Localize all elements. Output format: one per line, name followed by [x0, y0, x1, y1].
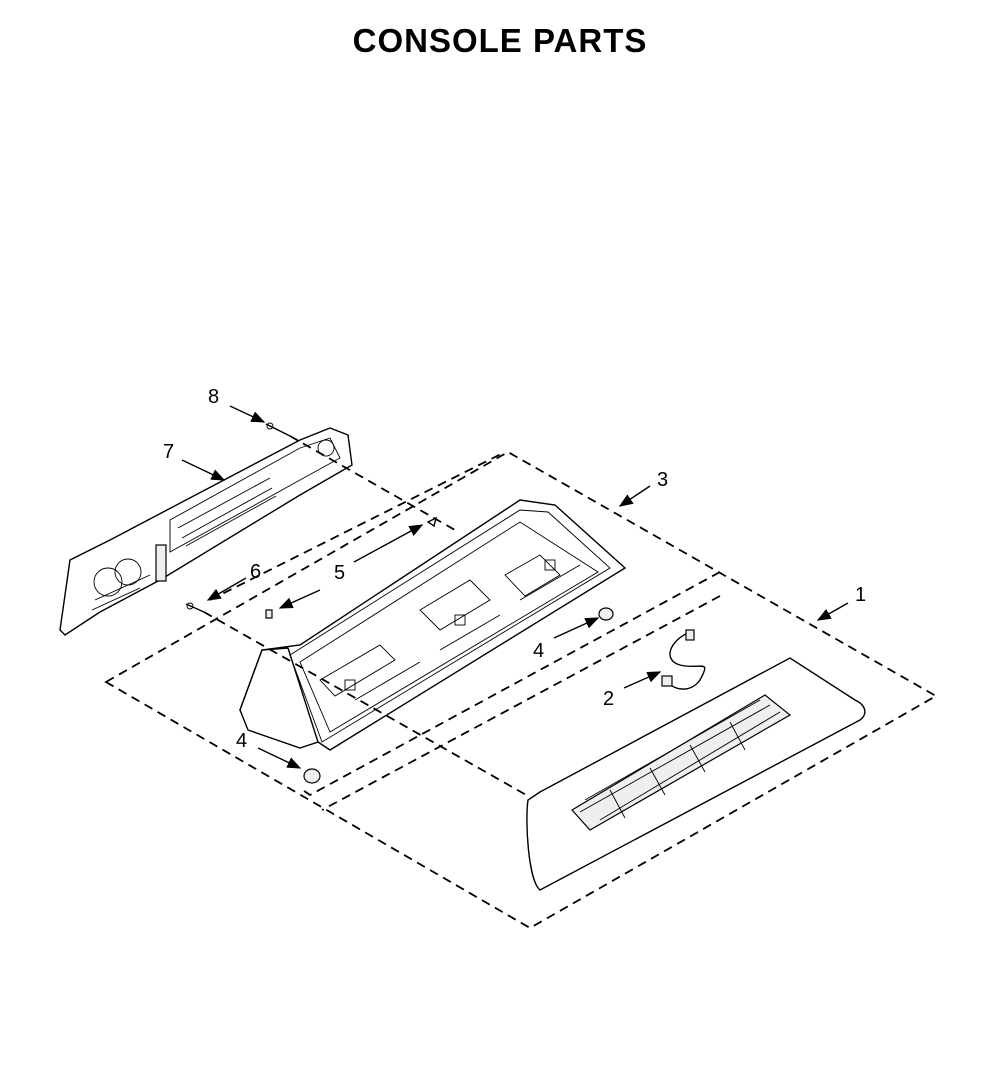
assembly-boundary-1: [104, 450, 938, 930]
callout-7: 7: [163, 441, 174, 463]
part-7-rear-panel[interactable]: [59, 427, 353, 636]
callout-5: 5: [334, 562, 345, 584]
callout-4-left: 4: [236, 730, 247, 752]
arrow-5b: [278, 589, 321, 609]
page-title: CONSOLE PARTS: [352, 22, 648, 59]
part-4-foot-left[interactable]: [303, 768, 321, 784]
callout-6: 6: [250, 561, 261, 583]
callout-4-right: 4: [533, 640, 544, 662]
arrow-8: [229, 405, 266, 423]
part-3-console-housing[interactable]: [239, 499, 627, 751]
callout-8: 8: [208, 386, 219, 408]
part-4-foot-right[interactable]: [598, 607, 614, 621]
leader-line-8: [289, 435, 456, 531]
arrow-5: [353, 524, 424, 563]
callout-2: 2: [603, 688, 614, 710]
part-8-screw[interactable]: [265, 422, 291, 437]
part-1-control-panel[interactable]: [526, 657, 866, 891]
arrow-1: [816, 602, 849, 621]
arrow-2: [623, 671, 662, 689]
callout-1: 1: [855, 584, 866, 606]
arrow-4-left: [257, 747, 302, 769]
arrow-3: [618, 485, 651, 507]
leader-line-6: [203, 611, 529, 797]
arrow-4-right: [553, 617, 600, 639]
callout-3: 3: [657, 469, 668, 491]
part-6-screw[interactable]: [185, 602, 205, 613]
assembly-boundary-3: [209, 451, 721, 811]
arrow-7: [181, 459, 226, 481]
part-2-wire-harness[interactable]: [661, 629, 706, 690]
part-5-clip[interactable]: [265, 516, 438, 619]
arrow-6: [206, 577, 247, 601]
